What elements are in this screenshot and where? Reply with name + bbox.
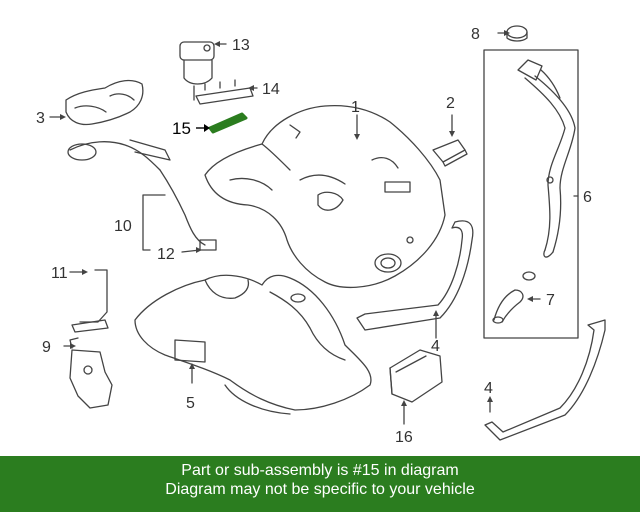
info-banner: Part or sub-assembly is #15 in diagram D…	[0, 456, 640, 512]
callout-5: 5	[186, 395, 195, 412]
callout-7: 7	[546, 292, 555, 309]
banner-line-1: Part or sub-assembly is #15 in diagram	[181, 462, 459, 479]
callout-16: 16	[395, 429, 413, 446]
part-13-pump	[179, 41, 215, 101]
callout-4b: 4	[484, 380, 493, 397]
part-4-strap-upper	[356, 220, 474, 331]
part-2-pad	[432, 139, 468, 167]
part-4-strap-lower	[484, 319, 606, 441]
callout-14: 14	[262, 81, 280, 98]
parts-diagram: 1 2 3 4 4 5 6 7 8 9 10 11 12 13 14 15 16	[36, 25, 606, 446]
callout-6: 6	[583, 189, 592, 206]
callout-12: 12	[157, 246, 175, 263]
callout-1: 1	[351, 99, 360, 116]
part-6-box	[483, 49, 579, 339]
part-11-bracket	[71, 269, 109, 333]
callout-2: 2	[446, 95, 455, 112]
callout-10: 10	[114, 218, 132, 235]
parts-diagram-svg: 1 2 3 4 4 5 6 7 8 9 10 11 12 13 14 15 16	[36, 25, 606, 446]
callout-numbers: 1 2 3 4 4 5 6 7 8 9 10 11 12 13 14 15 16	[36, 26, 592, 446]
fuel-tank-upper	[204, 104, 446, 289]
part-7-hose	[492, 271, 536, 324]
part-6-filler-neck	[517, 59, 576, 258]
callout-15: 15	[172, 119, 191, 138]
callout-4a: 4	[431, 338, 440, 355]
part-14-retainer	[195, 79, 254, 105]
part-15-highlighted	[196, 112, 248, 134]
part-10-harness	[67, 139, 217, 251]
callout-3: 3	[36, 110, 45, 127]
part-9-sender	[69, 337, 113, 409]
callout-13: 13	[232, 37, 250, 54]
part-3-bracket	[65, 79, 144, 126]
banner-line-2: Diagram may not be specific to your vehi…	[165, 481, 475, 498]
fuel-tank-lower	[134, 274, 372, 415]
part-16-module	[389, 349, 443, 403]
callout-9: 9	[42, 339, 51, 356]
callout-8: 8	[471, 26, 480, 43]
part-8-cap	[506, 25, 528, 42]
callout-11: 11	[51, 265, 68, 282]
leader-arrowheads	[60, 30, 533, 406]
